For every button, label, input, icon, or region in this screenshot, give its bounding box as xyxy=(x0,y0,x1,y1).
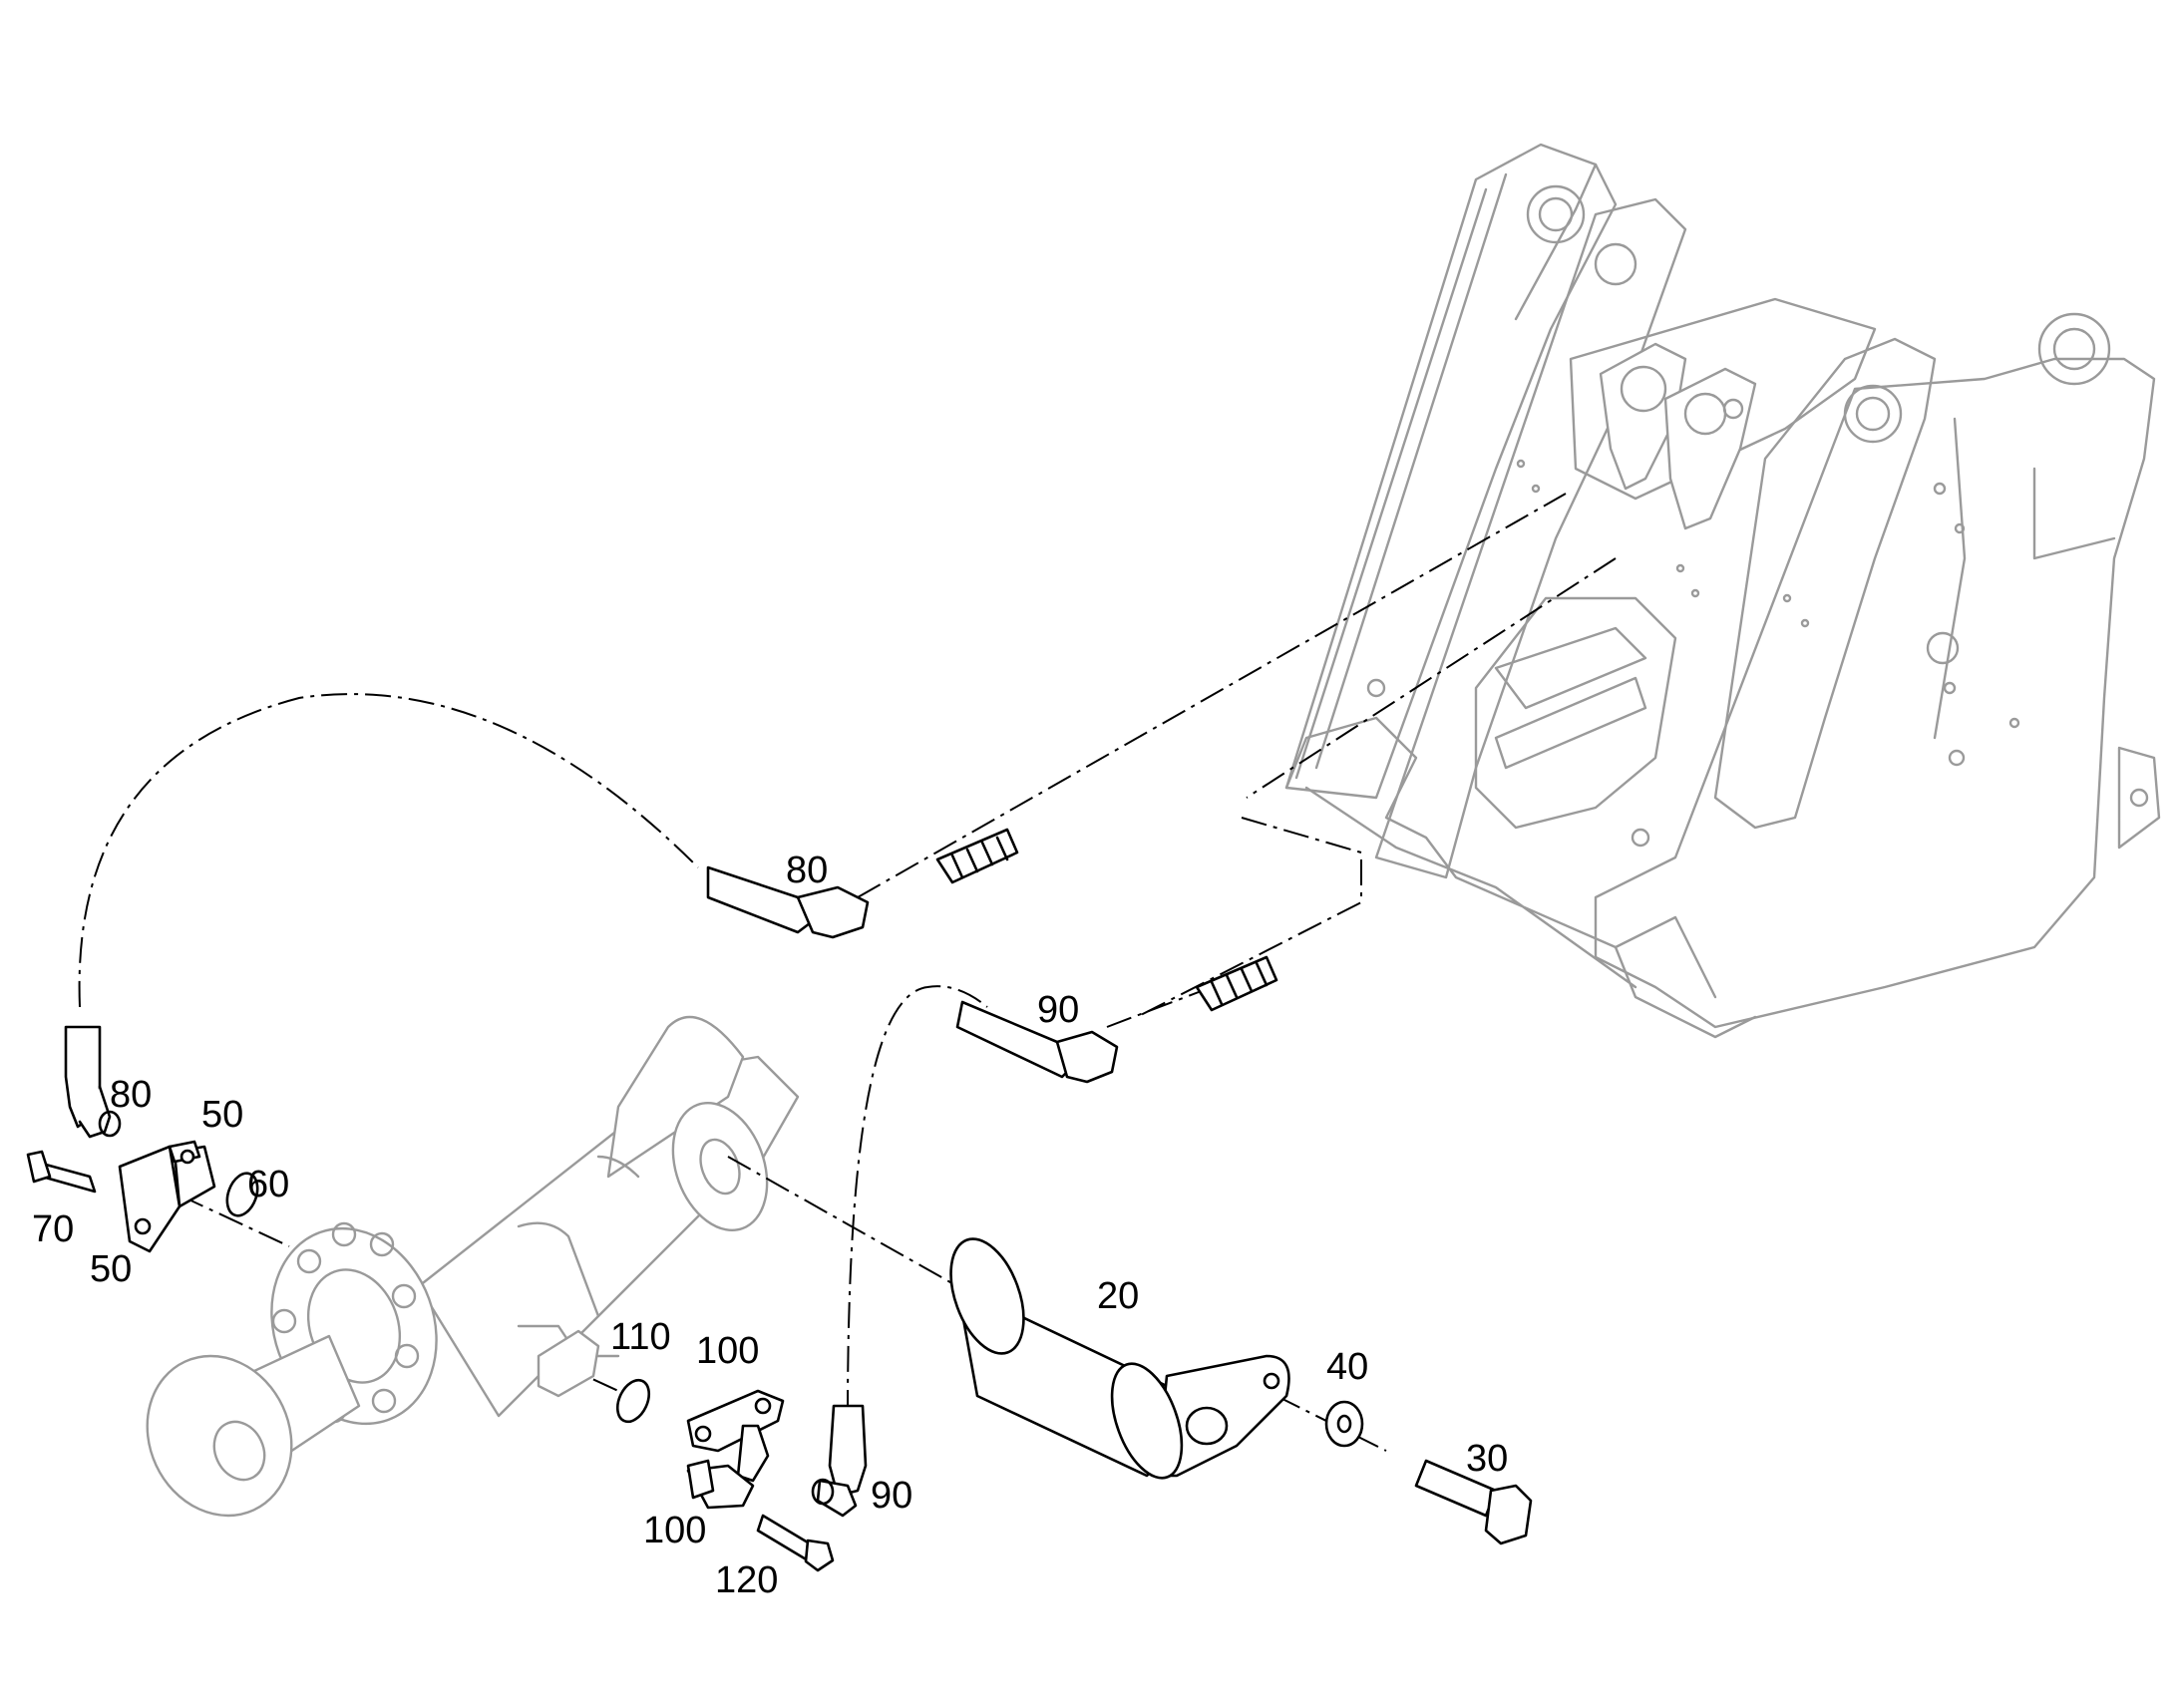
o-ring-part-60 xyxy=(225,1172,259,1217)
flange-half-part-50 xyxy=(118,1140,216,1253)
callout-40: 40 xyxy=(1326,1346,1368,1388)
hose-fitting-part-80a xyxy=(706,865,870,939)
callout-90-lower: 90 xyxy=(871,1475,912,1517)
o-ring-part-110 xyxy=(615,1378,651,1424)
loader-front-frame xyxy=(1284,143,2161,1039)
callout-100-upper: 100 xyxy=(696,1330,759,1372)
cylinder-port-block xyxy=(537,1329,600,1398)
hose-fitting-part-80b xyxy=(64,1025,122,1139)
callout-80-upper: 80 xyxy=(786,850,828,891)
callout-20: 20 xyxy=(1097,1275,1139,1317)
callout-100-lower: 100 xyxy=(643,1510,706,1551)
coupling-adapter-lower xyxy=(1195,955,1278,1012)
hose-fitting-part-90b xyxy=(811,1404,868,1518)
callout-90-upper: 90 xyxy=(1037,989,1079,1031)
callout-30: 30 xyxy=(1466,1438,1508,1480)
callout-60: 60 xyxy=(247,1164,289,1205)
hydraulic-cylinder xyxy=(146,1015,800,1518)
callout-110: 110 xyxy=(610,1316,671,1358)
bolt-part-30 xyxy=(1414,1459,1533,1545)
callout-labels: 20 30 40 50 50 60 70 80 80 90 90 100 100… xyxy=(32,850,1508,1601)
coupling-adapter-upper xyxy=(935,828,1019,884)
hose-fitting-part-90a xyxy=(955,1000,1119,1084)
callout-50-lower: 50 xyxy=(90,1248,132,1290)
callout-80-lower: 80 xyxy=(110,1074,152,1116)
bolt-part-120 xyxy=(756,1514,835,1572)
callout-50-upper: 50 xyxy=(201,1094,243,1136)
callout-70: 70 xyxy=(32,1208,74,1250)
callout-120: 120 xyxy=(715,1559,778,1601)
washer-part-40 xyxy=(1324,1400,1364,1448)
pin-part-20 xyxy=(949,1237,1290,1480)
flange-half-part-100 xyxy=(686,1389,785,1510)
bolt-part-70 xyxy=(26,1150,97,1194)
